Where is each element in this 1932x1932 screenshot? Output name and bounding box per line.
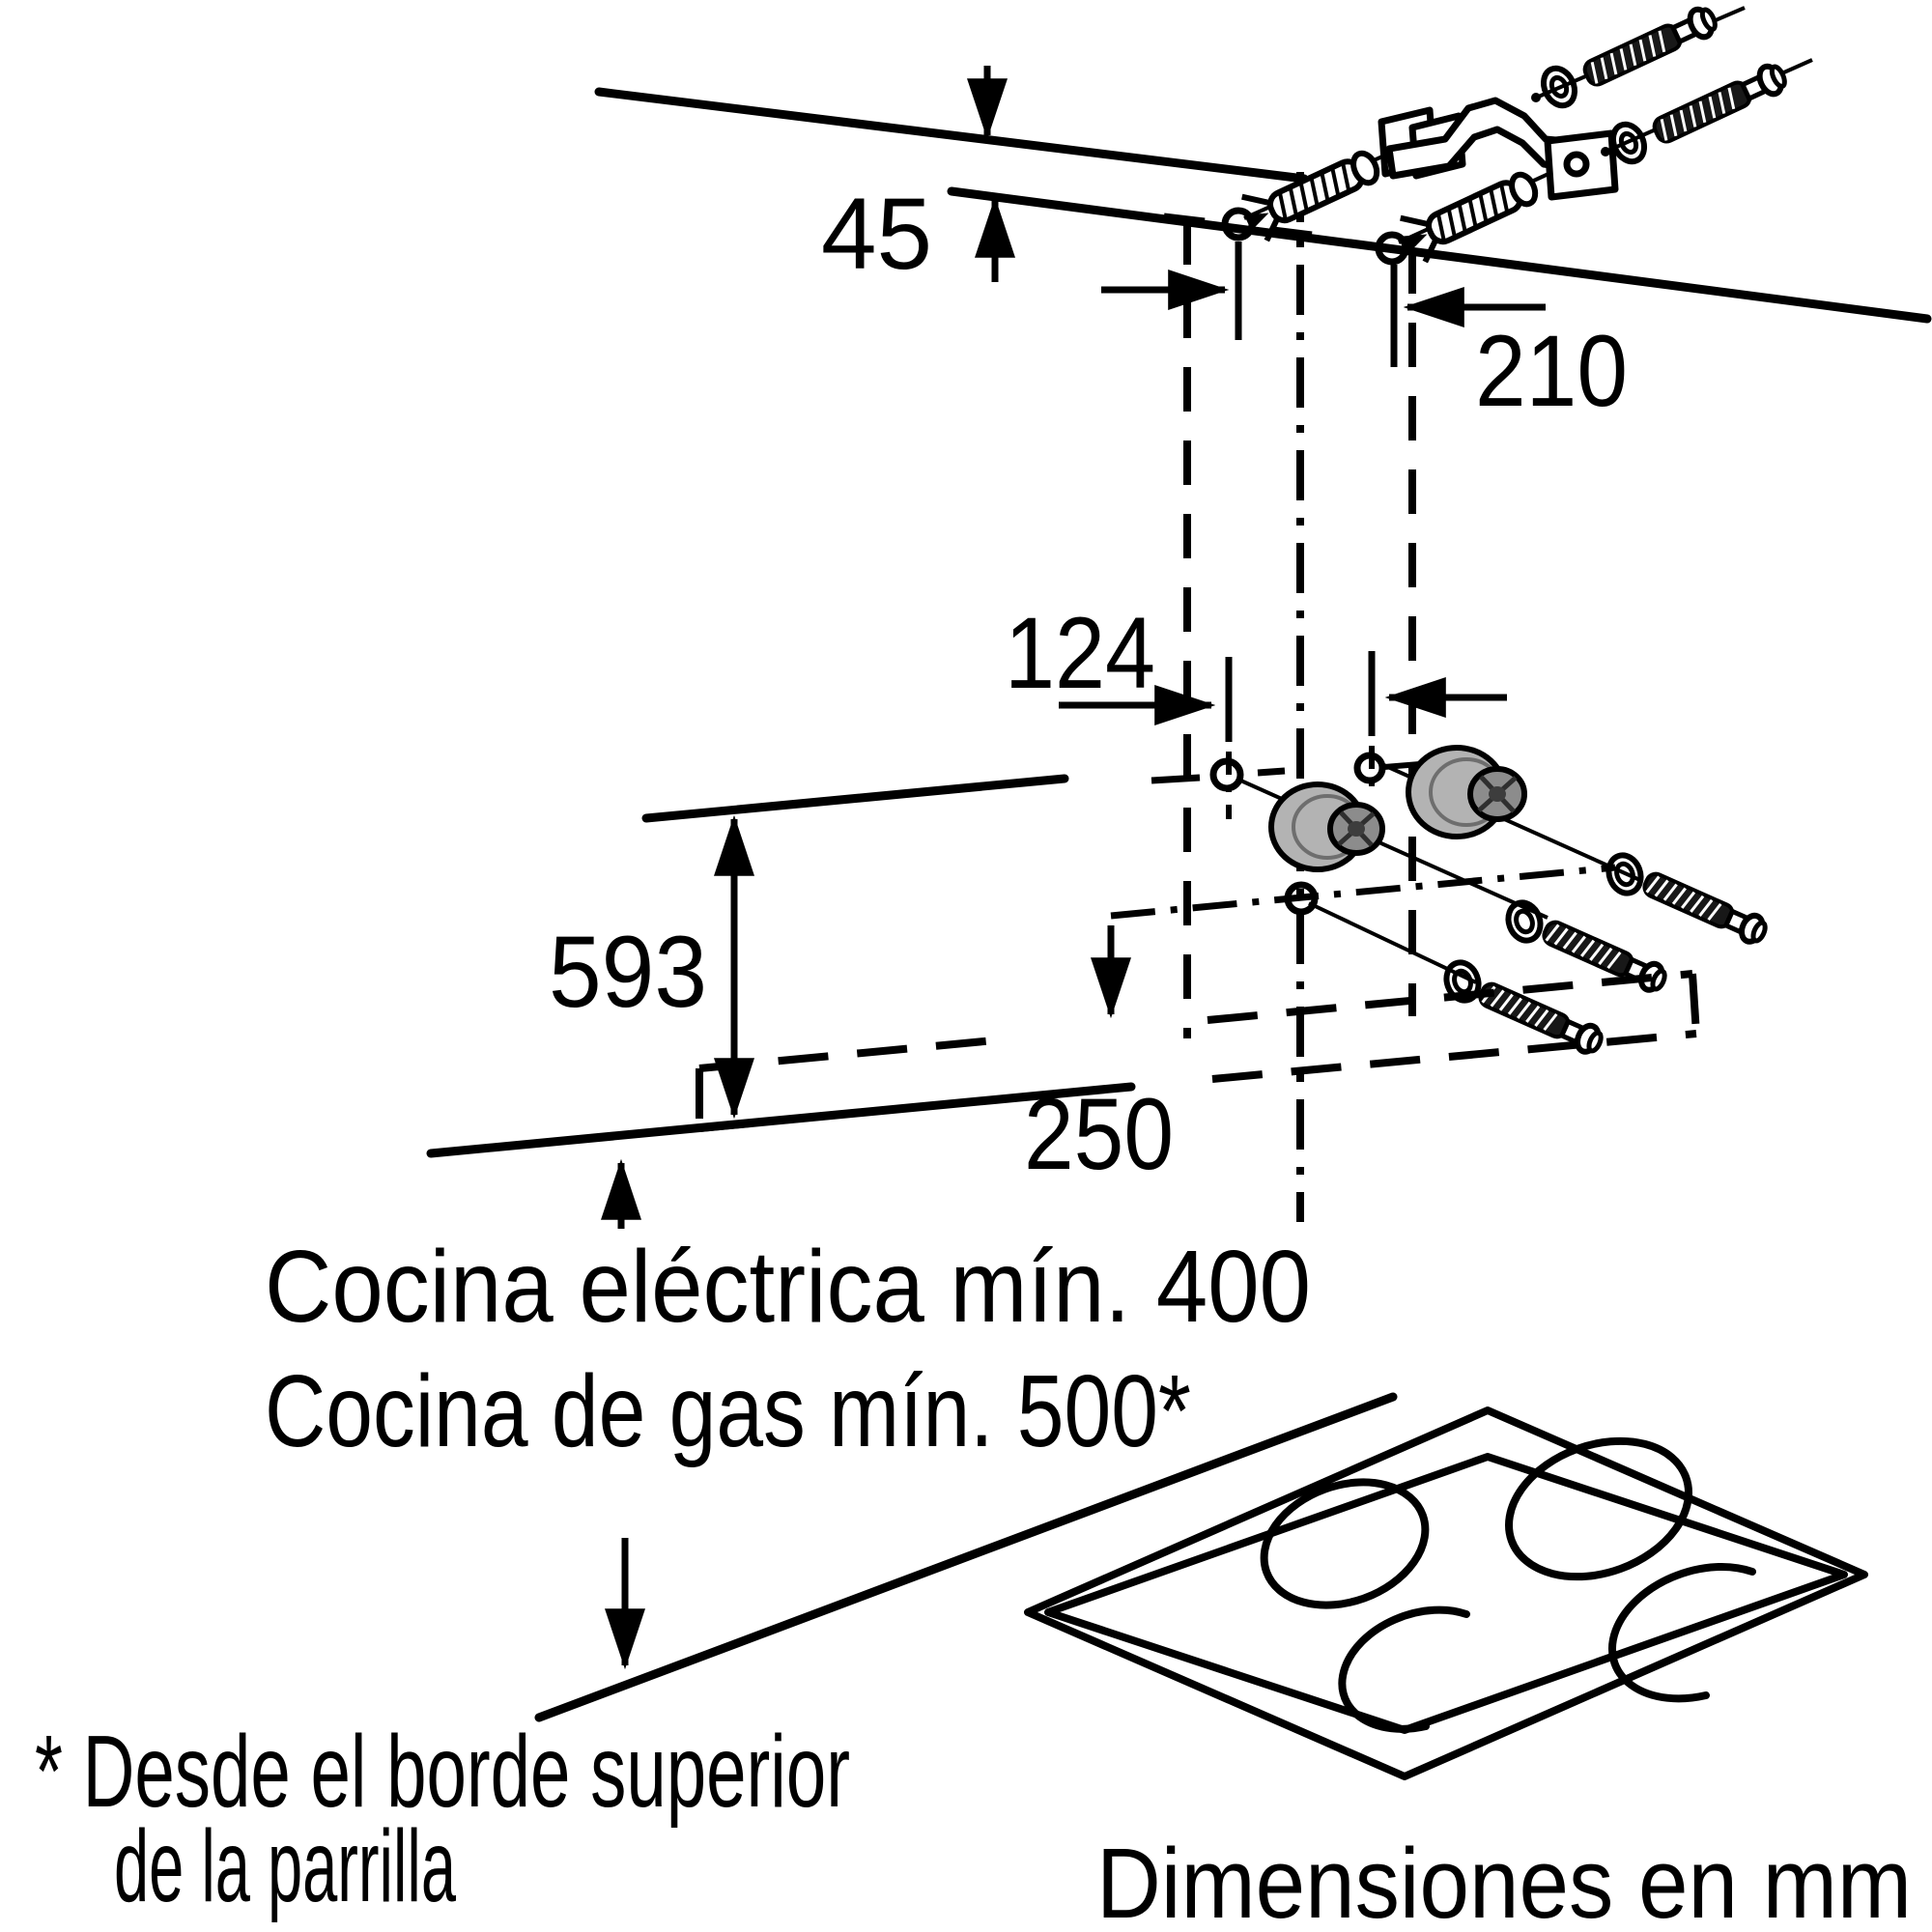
spacer-icon <box>1406 745 1527 839</box>
clearance-gas-label: Cocina de gas mín. 500* <box>265 1354 1191 1468</box>
dim-210: 210 <box>1101 270 1628 428</box>
hood-top-line <box>641 774 1069 823</box>
washer-icon <box>1609 121 1648 165</box>
drill-hole <box>1209 757 1244 792</box>
footnote-line1: * Desde el borde superior <box>35 1715 850 1829</box>
lower-hole-axis <box>1110 864 1616 920</box>
spacer-icon <box>1268 781 1385 872</box>
worktop-line <box>534 1392 1398 1722</box>
drill-hole <box>1221 207 1256 340</box>
units-note: Dimensiones en mm <box>1096 1828 1912 1932</box>
ceiling-line <box>594 87 1309 184</box>
dim-45-label: 45 <box>821 178 932 291</box>
screw-icon <box>1652 63 1787 144</box>
washer-icon <box>1540 65 1578 109</box>
dim-250: 250 <box>1024 925 1174 1191</box>
dim-210-label: 210 <box>1475 315 1628 428</box>
screw-assembly-top <box>1531 6 1746 109</box>
footnote-line2: de la parrilla <box>114 1809 456 1923</box>
burner <box>1505 1436 1692 1581</box>
hood-canopy-dashed-outline <box>696 970 1700 1132</box>
cooktop <box>1024 1406 1868 1780</box>
clearance-electric-label: Cocina eléctrica mín. 400 <box>265 1230 1311 1344</box>
cooktop-outer-border <box>1024 1406 1868 1780</box>
dim-124: 124 <box>1005 597 1507 819</box>
hood-bottom-line <box>426 1082 1136 1158</box>
dim-45: 45 <box>821 66 1015 291</box>
dim-593-label: 593 <box>549 916 707 1029</box>
washer-icon <box>1443 959 1482 1004</box>
wall-plug-icon <box>1241 150 1380 242</box>
drill-hole <box>1284 881 1319 916</box>
burner-front-left <box>1338 1605 1470 1733</box>
drill-hole <box>1353 752 1386 784</box>
drill-hole <box>1375 231 1409 367</box>
burner-front-right <box>1608 1563 1756 1703</box>
dim-124-label: 124 <box>1005 597 1155 710</box>
cooktop-inner-border <box>1044 1453 1848 1734</box>
screw-icon <box>1642 871 1768 945</box>
washer-icon <box>1505 899 1544 944</box>
screw-icon <box>1582 6 1718 87</box>
screw-assembly-top <box>1601 58 1813 165</box>
mounting-bracket-icon <box>1378 97 1619 201</box>
washer-icon <box>1605 852 1644 896</box>
burner <box>1260 1478 1430 1609</box>
dim-593: 593 <box>549 814 754 1120</box>
